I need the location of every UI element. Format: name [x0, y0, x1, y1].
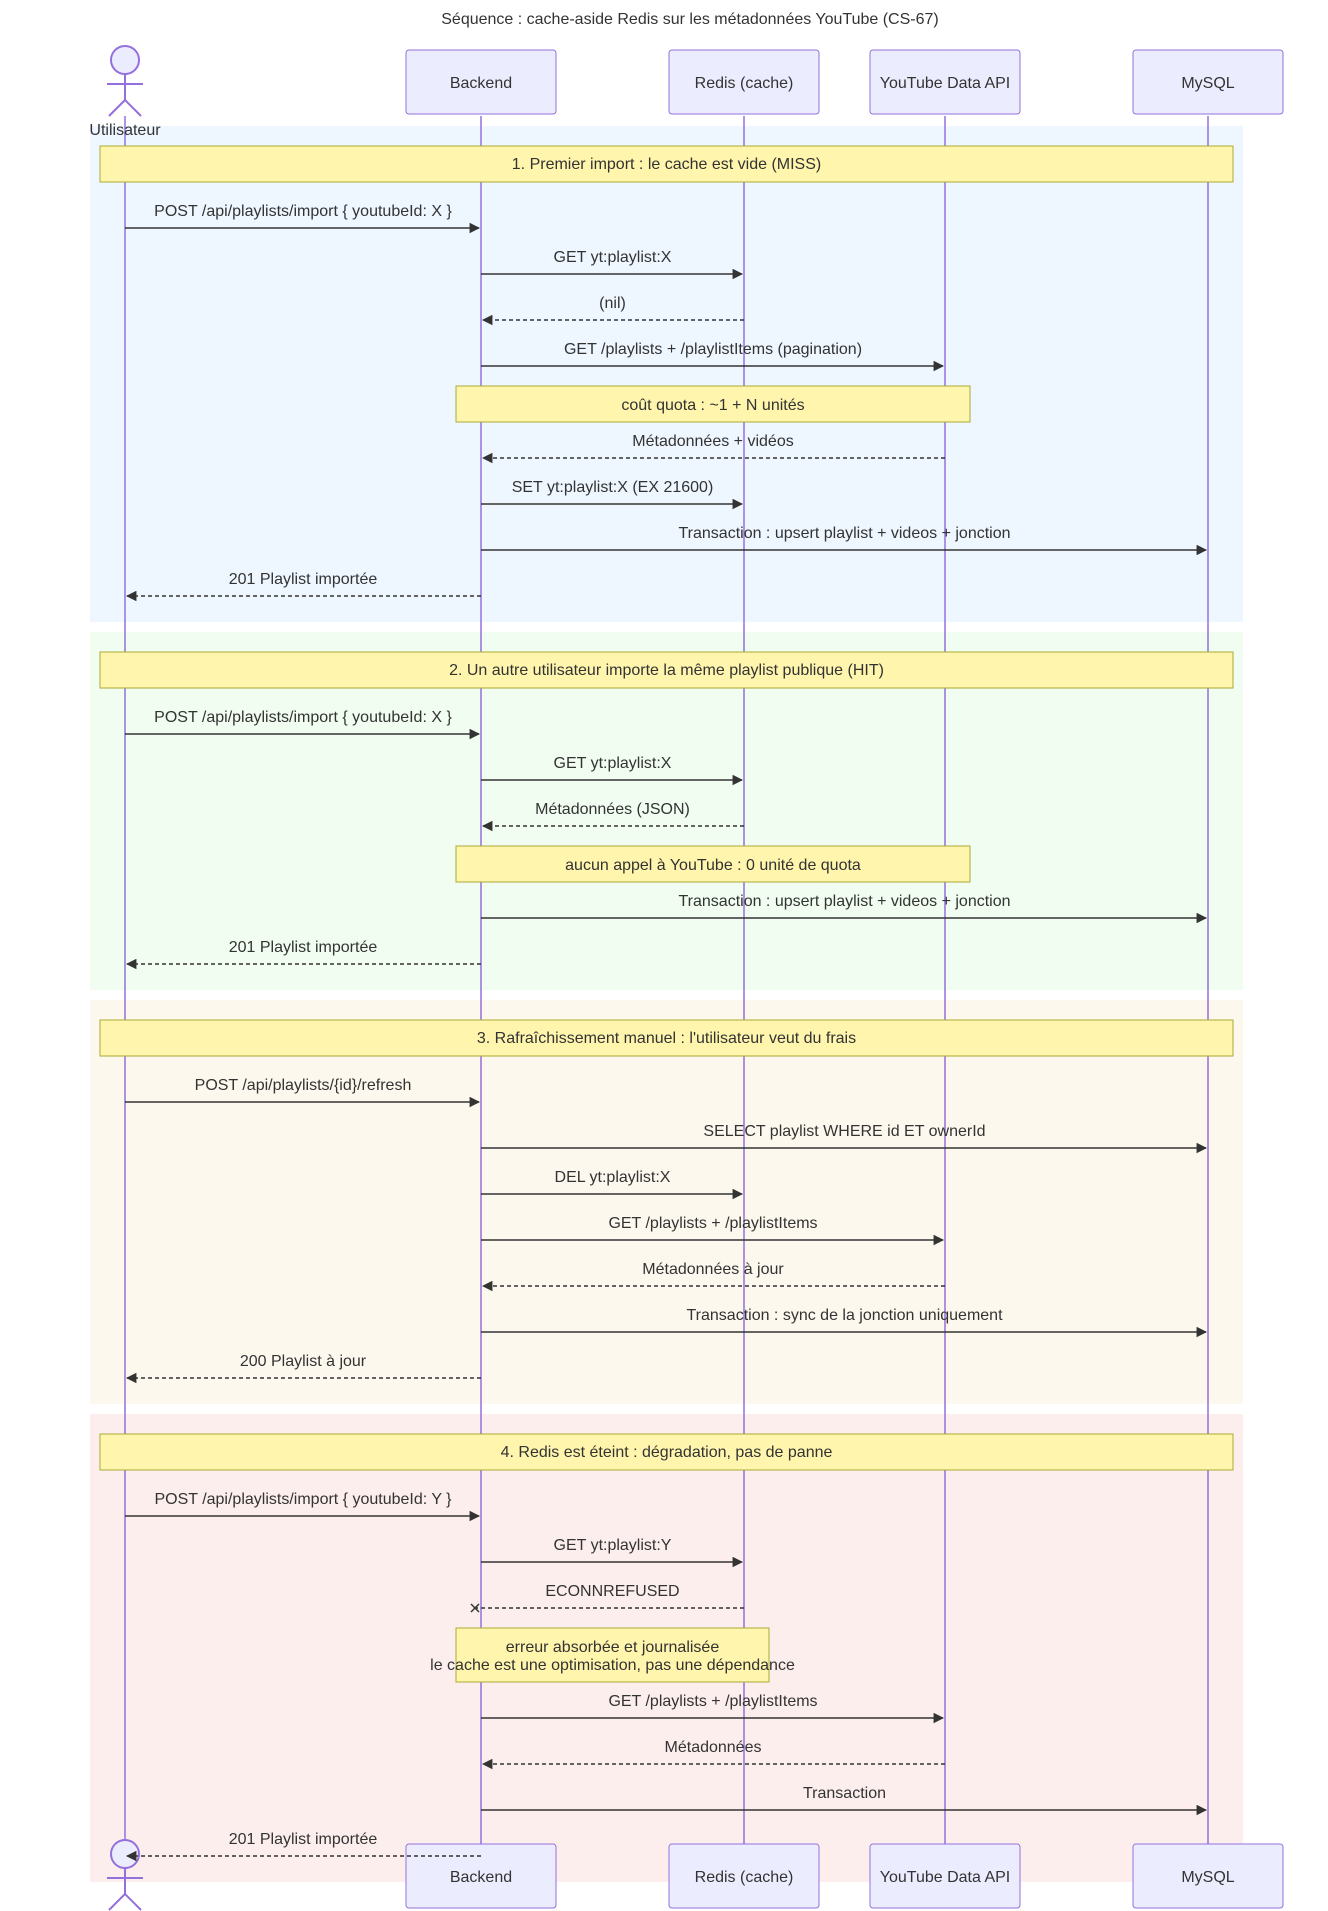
participant-label: Backend	[450, 1869, 512, 1886]
section-title-note	[99, 1019, 1234, 1057]
section-title-note	[99, 145, 1234, 183]
note-box	[455, 1627, 770, 1683]
participant-yt-top: YouTube Data API	[869, 49, 1021, 115]
note-text: aucun appel à YouTube : 0 unité de quota	[565, 857, 861, 874]
section-title: 4. Redis est éteint : dégradation, pas d…	[501, 1444, 833, 1461]
participant-label: Backend	[450, 75, 512, 92]
section-background	[90, 632, 1243, 990]
message-label: Transaction : sync de la jonction unique…	[686, 1307, 1003, 1324]
participant-yt-bottom: YouTube Data API	[869, 1843, 1021, 1909]
message-label: 200 Playlist à jour	[240, 1353, 367, 1370]
note-box	[455, 845, 971, 883]
participant-label: YouTube Data API	[880, 1869, 1010, 1886]
message-label: SET yt:playlist:X (EX 21600)	[512, 479, 714, 496]
message-label: ECONNREFUSED	[545, 1583, 679, 1600]
participant-mysql-top: MySQL	[1132, 49, 1284, 115]
section-title-note	[99, 1433, 1234, 1471]
participant-backend-top: Backend	[405, 49, 557, 115]
message-label: GET /playlists + /playlistItems (paginat…	[564, 341, 862, 358]
participant-box	[668, 49, 820, 115]
participant-label: MySQL	[1181, 75, 1234, 92]
participant-box	[869, 49, 1021, 115]
message-label: GET /playlists + /playlistItems	[608, 1693, 817, 1710]
participant-box	[1132, 49, 1284, 115]
participant-redis-bottom: Redis (cache)	[668, 1843, 820, 1909]
message-label: POST /api/playlists/import { youtubeId: …	[154, 1491, 452, 1508]
message-label: (nil)	[599, 295, 626, 312]
note-text: erreur absorbée et journalisée	[506, 1639, 720, 1656]
message-label: GET /playlists + /playlistItems	[608, 1215, 817, 1232]
note-box	[455, 385, 971, 423]
message-label: 201 Playlist importée	[229, 939, 378, 956]
message-label: Transaction : upsert playlist + videos +…	[678, 893, 1010, 910]
participant-box	[405, 49, 557, 115]
section-background	[90, 126, 1243, 622]
participant-backend-bottom: Backend	[405, 1843, 557, 1909]
participant-box	[869, 1843, 1021, 1909]
message-label: Métadonnées + vidéos	[632, 433, 793, 450]
actor-icon	[110, 45, 140, 75]
message-label: POST /api/playlists/import { youtubeId: …	[154, 203, 452, 220]
message-label: DEL yt:playlist:X	[555, 1169, 671, 1186]
message-label: GET yt:playlist:Y	[554, 1537, 672, 1554]
message-label: Transaction : upsert playlist + videos +…	[678, 525, 1010, 542]
diagram-title: Séquence : cache-aside Redis sur les mét…	[441, 11, 938, 28]
message-label: 201 Playlist importée	[229, 1831, 378, 1848]
message-label: GET yt:playlist:X	[554, 755, 672, 772]
participant-label: Redis (cache)	[695, 75, 794, 92]
participant-box	[405, 1843, 557, 1909]
message-label: 201 Playlist importée	[229, 571, 378, 588]
participant-box	[668, 1843, 820, 1909]
participant-label: Utilisateur	[89, 122, 161, 139]
message-label: Métadonnées (JSON)	[535, 801, 690, 818]
participant-user-top: Utilisateur	[89, 45, 161, 139]
participant-label: Redis (cache)	[695, 1869, 794, 1886]
cross-marker	[470, 1603, 480, 1613]
section-title: 2. Un autre utilisateur importe la même …	[449, 662, 884, 679]
participant-redis-top: Redis (cache)	[668, 49, 820, 115]
section-background	[90, 1000, 1243, 1404]
section-title-note	[99, 651, 1234, 689]
actor-icon	[110, 1839, 140, 1869]
message-label: POST /api/playlists/{id}/refresh	[195, 1077, 412, 1094]
participant-label: MySQL	[1181, 1869, 1234, 1886]
message-label: SELECT playlist WHERE id ET ownerId	[703, 1123, 985, 1140]
message-label: Métadonnées à jour	[642, 1261, 784, 1278]
section-title: 3. Rafraîchissement manuel : l'utilisate…	[477, 1030, 856, 1047]
message-label: POST /api/playlists/import { youtubeId: …	[154, 709, 452, 726]
participant-mysql-bottom: MySQL	[1132, 1843, 1284, 1909]
message-label: GET yt:playlist:X	[554, 249, 672, 266]
note-text: le cache est une optimisation, pas une d…	[430, 1657, 795, 1674]
note-text: coût quota : ~1 + N unités	[621, 397, 804, 414]
section-title: 1. Premier import : le cache est vide (M…	[512, 156, 821, 173]
participant-box	[1132, 1843, 1284, 1909]
participant-label: YouTube Data API	[880, 75, 1010, 92]
message-label: Métadonnées	[665, 1739, 762, 1756]
message-label: Transaction	[803, 1785, 886, 1802]
